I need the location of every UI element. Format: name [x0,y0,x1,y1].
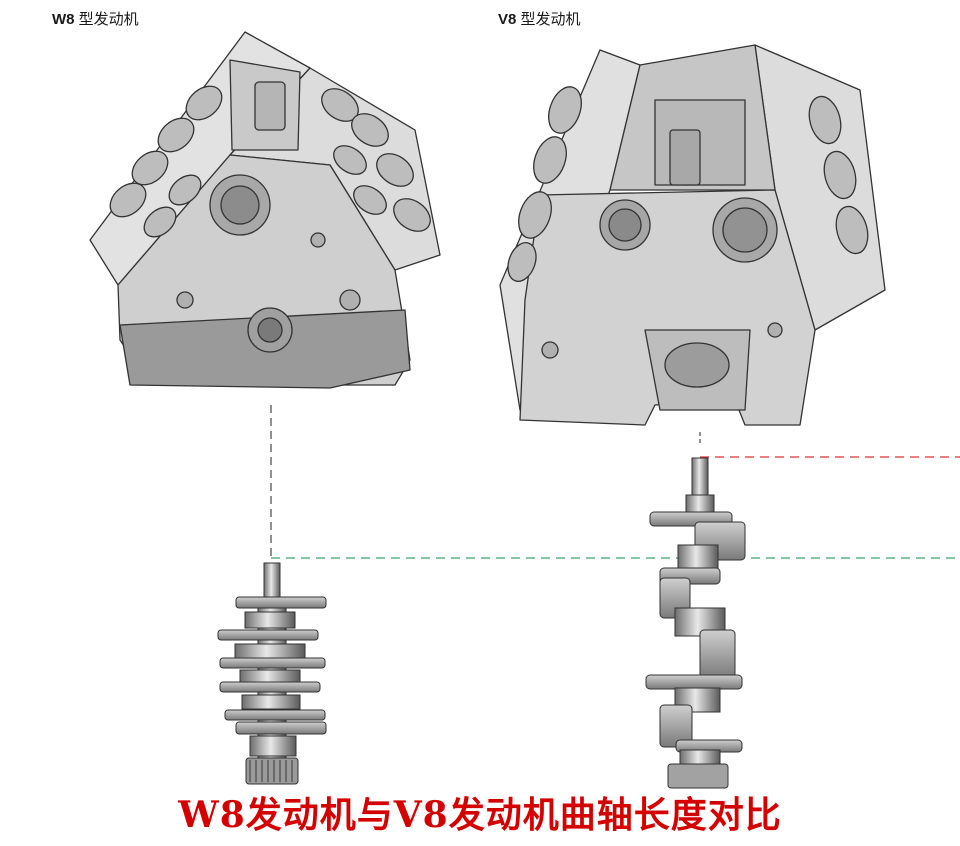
v8-engine-block [499,44,886,426]
w8-label-text: 型发动机 [74,11,139,28]
v8-label-bold: V8 [498,11,517,28]
w8-crankshaft [217,562,327,785]
w8-engine-label: W8 型发动机 [52,8,139,29]
comparison-caption: W8发动机与V8发动机曲轴长度对比 [178,794,782,836]
v8-label-text: 型发动机 [516,11,581,28]
v8-crankshaft [645,457,746,789]
v8-engine-label: V8 型发动机 [498,8,581,29]
w8-engine-block [89,31,441,389]
w8-label-bold: W8 [52,11,75,28]
